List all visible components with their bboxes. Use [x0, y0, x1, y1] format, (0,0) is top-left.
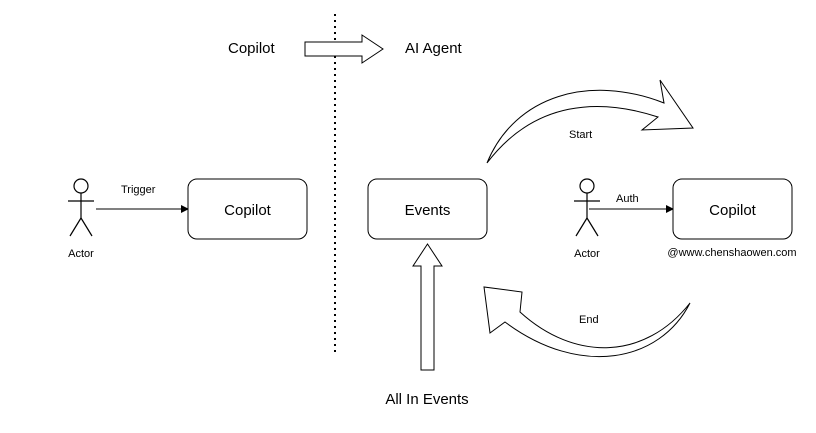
all-in-events-label: All In Events	[385, 391, 468, 408]
start-label: Start	[569, 129, 592, 141]
all-in-events-arrow	[412, 243, 443, 371]
right-actor-icon	[574, 178, 600, 237]
right-copilot-label: Copilot	[709, 202, 757, 219]
events-box	[367, 178, 488, 240]
left-actor-label: Actor	[68, 248, 94, 260]
left-actor-icon	[68, 178, 94, 237]
watermark-text: @www.chenshaowen.com	[667, 247, 796, 259]
header-left-label: Copilot	[228, 40, 276, 57]
start-curved-arrow	[486, 79, 694, 164]
left-copilot-box	[187, 178, 308, 240]
end-curved-arrow	[483, 286, 691, 358]
right-actor-label: Actor	[574, 248, 600, 260]
end-label: End	[579, 314, 599, 326]
left-copilot-label: Copilot	[224, 202, 272, 219]
trigger-edge-label: Trigger	[121, 184, 156, 196]
right-copilot-box	[672, 178, 793, 240]
auth-edge-label: Auth	[616, 193, 639, 205]
auth-arrowhead	[666, 205, 674, 213]
header-right-label: AI Agent	[405, 40, 463, 57]
trigger-arrowhead	[181, 205, 189, 213]
header-arrow	[304, 34, 384, 64]
events-label: Events	[405, 202, 451, 219]
